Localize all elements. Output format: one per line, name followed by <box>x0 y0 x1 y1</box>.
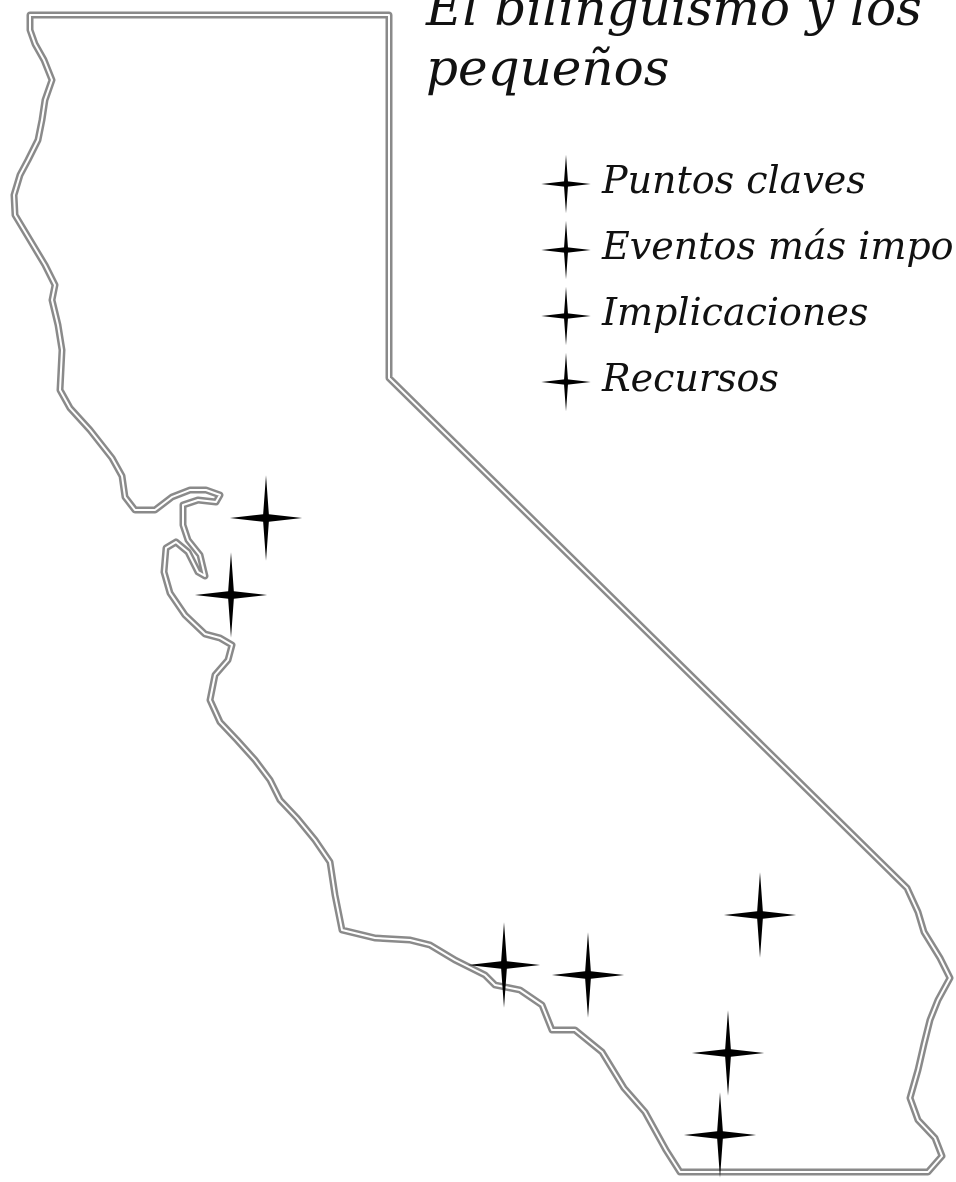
slide-title-line-1: El bilingüismo y los <box>426 0 922 37</box>
sparkle-bullet-icon <box>541 154 591 214</box>
sparkle-bullet-icon <box>541 220 591 280</box>
agenda-item-label: Implicaciones <box>602 290 869 334</box>
sparkle-icon <box>229 475 303 561</box>
sparkle-bullet-icon <box>541 352 591 412</box>
agenda-item: Puntos claves <box>540 150 956 216</box>
sparkle-bullet-icon <box>541 286 591 346</box>
sparkle-icon <box>551 932 625 1018</box>
agenda-item: Implicaciones <box>540 282 956 348</box>
agenda-item-label: Eventos más importantes <box>602 224 956 268</box>
sparkle-icon <box>683 1092 757 1178</box>
agenda-item: Recursos <box>540 348 956 414</box>
agenda-item-label: Puntos claves <box>602 158 866 202</box>
agenda-list: Puntos claves Eventos más importantes Im… <box>540 150 956 414</box>
sparkle-icon <box>691 1010 765 1096</box>
california-outline-inner <box>13 14 951 1173</box>
slide-title: El bilingüismo y los pequeños <box>426 0 922 98</box>
agenda-item-label: Recursos <box>602 356 779 400</box>
agenda-item: Eventos más importantes <box>540 216 956 282</box>
slide-title-line-2: pequeños <box>426 39 670 97</box>
sparkle-icon <box>723 872 797 958</box>
